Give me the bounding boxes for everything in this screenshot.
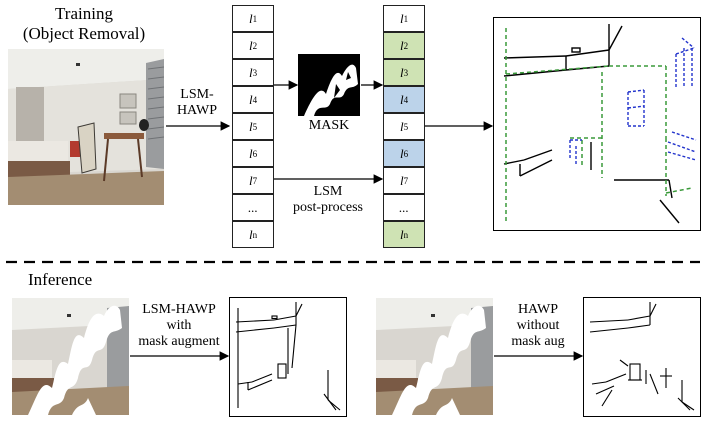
method1-label-line2: with [166, 318, 192, 334]
line-symbol: l [399, 64, 404, 80]
inference-masked-photo-1 [12, 298, 129, 415]
training-wireframe [493, 17, 701, 231]
line-subscript: n [403, 229, 409, 240]
method1-label-line3: mask augment [138, 334, 220, 350]
line-subscript: 3 [403, 67, 409, 78]
inference-title: Inference [28, 270, 93, 289]
mask-image [298, 54, 360, 116]
line-subscript: 6 [252, 148, 258, 159]
line-subscript: 6 [403, 148, 409, 159]
method2-label-line3: mask aug [511, 334, 565, 350]
line-subscript: 5 [403, 121, 409, 132]
line-symbol: l [399, 145, 404, 161]
line-symbol: l [248, 64, 253, 80]
line-symbol: l [248, 226, 253, 242]
line-symbol: l [248, 172, 253, 188]
line-symbol: l [248, 37, 253, 53]
line-symbol: ... [248, 199, 258, 215]
line-subscript: 1 [252, 13, 258, 24]
line-subscript: n [252, 229, 258, 240]
line-subscript: 3 [252, 67, 258, 78]
method1-label-line1: LSM-HAWP [142, 302, 216, 317]
method1-label: LSM-HAWP with mask augment [130, 302, 228, 350]
training-title-line1: Training [55, 4, 113, 23]
line-symbol: l [399, 172, 404, 188]
line-symbol: l [399, 118, 404, 134]
method2-label-line2: without [516, 318, 560, 334]
inference-masked-photo-2 [376, 298, 493, 415]
arrow1-label: LSM- HAWP [166, 87, 228, 119]
line-subscript: 4 [403, 94, 409, 105]
line-symbol: ... [399, 199, 409, 215]
training-title: Training (Object Removal) [8, 4, 160, 43]
line-symbol: l [248, 10, 253, 26]
mask-label: MASK [308, 118, 350, 133]
arrow1-label-line1: LSM- [180, 87, 214, 102]
method2-label: HAWP without mask aug [494, 302, 582, 350]
line-subscript: 2 [403, 40, 409, 51]
arrow1-label-line2: HAWP [176, 103, 218, 119]
line-symbol: l [399, 37, 404, 53]
line-subscript: 7 [252, 175, 258, 186]
training-title-line2: (Object Removal) [22, 23, 146, 43]
line-subscript: 4 [252, 94, 258, 105]
line-subscript: 2 [252, 40, 258, 51]
line-subscript: 7 [403, 175, 409, 186]
line-symbol: l [399, 91, 404, 107]
inference-wireframe-2 [583, 297, 701, 417]
line-subscript: 1 [403, 13, 409, 24]
arrow2-label-line2: post-process [293, 200, 363, 216]
method2-label-line1: HAWP [517, 302, 559, 317]
line-symbol: l [399, 10, 404, 26]
arrow2-label-line1: LSM [313, 184, 343, 199]
line-symbol: l [399, 226, 404, 242]
line-cell: ... [383, 194, 425, 221]
line-symbol: l [248, 91, 253, 107]
line-cell: ... [232, 194, 274, 221]
arrow2-label: LSM post-process [280, 184, 376, 216]
training-room-photo [8, 49, 164, 205]
line-symbol: l [248, 118, 253, 134]
line-subscript: 5 [252, 121, 258, 132]
line-symbol: l [248, 145, 253, 161]
inference-wireframe-1 [229, 297, 347, 417]
